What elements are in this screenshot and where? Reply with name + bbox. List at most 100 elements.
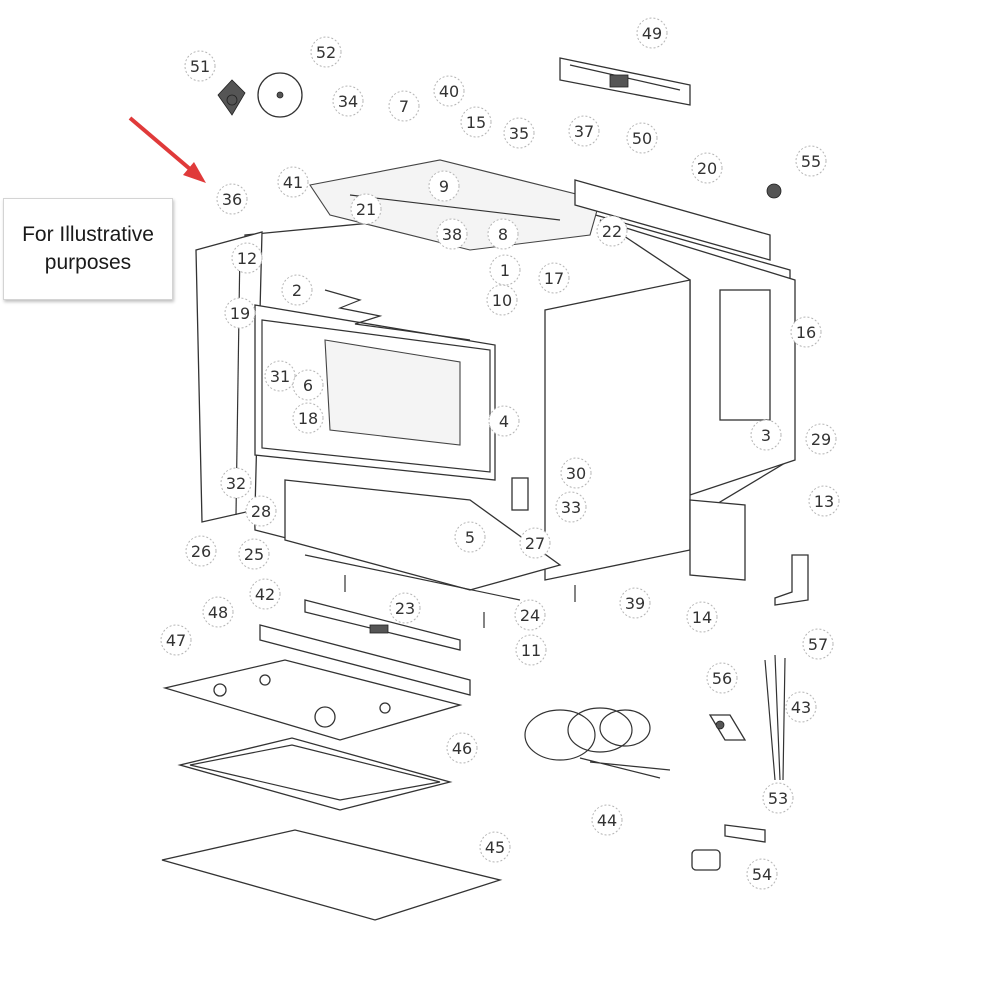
callout-26: 26: [185, 535, 217, 567]
callout-circle: [555, 491, 587, 523]
callout-54: 54: [746, 858, 778, 890]
top-panel: [309, 159, 601, 251]
callout-circle: [446, 732, 478, 764]
callout-number: 57: [808, 635, 828, 654]
callout-22: 22: [596, 215, 628, 247]
callout-number: 55: [801, 152, 821, 171]
callout-circle: [750, 419, 782, 451]
callout-11: 11: [515, 634, 547, 666]
callout-20: 20: [691, 152, 723, 184]
callout-8: 8: [487, 218, 519, 250]
callout-number: 4: [499, 412, 509, 431]
callout-number: 9: [439, 177, 449, 196]
callout-number: 22: [602, 222, 622, 241]
callout-46: 46: [446, 732, 478, 764]
convection-fan: [217, 72, 303, 118]
callout-number: 19: [230, 304, 250, 323]
callout-34: 34: [332, 85, 364, 117]
bottom-frame: [284, 479, 562, 591]
callout-number: 2: [292, 281, 302, 300]
callout-circle: [231, 242, 263, 274]
callout-number: 26: [191, 542, 211, 561]
callout-51: 51: [184, 50, 216, 82]
callout-55: 55: [795, 145, 827, 177]
callout-37: 37: [568, 115, 600, 147]
callout-32: 32: [220, 467, 252, 499]
callout-5: 5: [454, 521, 486, 553]
callout-number: 18: [298, 409, 318, 428]
callout-number: 45: [485, 838, 505, 857]
lower-side-panel: [689, 499, 746, 581]
callout-23: 23: [389, 592, 421, 624]
callout-number: 12: [237, 249, 257, 268]
callout-circle: [746, 858, 778, 890]
callout-number: 16: [796, 323, 816, 342]
callout-24: 24: [514, 599, 546, 631]
callout-number: 11: [521, 641, 541, 660]
light-socket: [511, 477, 529, 511]
callout-number: 54: [752, 865, 772, 884]
callout-circle: [568, 115, 600, 147]
callout-circle: [281, 274, 313, 306]
callout-circle: [519, 527, 551, 559]
callout-circle: [332, 85, 364, 117]
callout-29: 29: [805, 423, 837, 455]
callout-number: 38: [442, 225, 462, 244]
callout-number: 51: [190, 57, 210, 76]
callout-number: 37: [574, 122, 594, 141]
callout-circle: [515, 634, 547, 666]
callout-21: 21: [350, 193, 382, 225]
power-cord: [764, 654, 786, 781]
callout-circle: [160, 624, 192, 656]
mount-bracket: [774, 554, 809, 606]
callout-circle: [454, 521, 486, 553]
callout-50: 50: [626, 122, 658, 154]
callout-circle: [790, 316, 822, 348]
right-side-panel: [544, 279, 691, 581]
callout-49: 49: [636, 17, 668, 49]
callout-35: 35: [503, 117, 535, 149]
callout-number: 24: [520, 606, 540, 625]
rear-panel: [574, 179, 771, 261]
callout-circle: [350, 193, 382, 225]
callout-number: 20: [697, 159, 717, 178]
callout-number: 35: [509, 124, 529, 143]
callout-circle: [619, 587, 651, 619]
callout-circle: [486, 284, 518, 316]
callout-circle: [277, 166, 309, 198]
callout-number: 7: [399, 97, 409, 116]
callout-43: 43: [785, 691, 817, 723]
callout-number: 1: [500, 261, 510, 280]
callout-number: 5: [465, 528, 475, 547]
callout-number: 28: [251, 502, 271, 521]
callout-48: 48: [202, 596, 234, 628]
callout-circle: [762, 782, 794, 814]
illustrative-note-line-1: For Illustrative: [22, 223, 154, 246]
callout-number: 44: [597, 811, 617, 830]
callout-number: 15: [466, 113, 486, 132]
callout-circle: [245, 495, 277, 527]
callout-circle: [264, 360, 296, 392]
callout-circle: [596, 215, 628, 247]
callout-number: 25: [244, 545, 264, 564]
callout-number: 13: [814, 492, 834, 511]
callout-30: 30: [560, 457, 592, 489]
callout-25: 25: [238, 538, 270, 570]
callout-circle: [249, 578, 281, 610]
callout-number: 3: [761, 426, 771, 445]
callout-number: 6: [303, 376, 313, 395]
callout-number: 46: [452, 739, 472, 758]
blower-assembly: [559, 57, 691, 106]
callout-number: 40: [439, 82, 459, 101]
callout-9: 9: [428, 170, 460, 202]
bottom-cover: [161, 829, 503, 921]
callout-circle: [591, 804, 623, 836]
callout-33: 33: [555, 491, 587, 523]
callout-number: 31: [270, 367, 290, 386]
callout-31: 31: [264, 360, 296, 392]
callout-6: 6: [292, 369, 324, 401]
callout-circle: [808, 485, 840, 517]
callout-circle: [479, 831, 511, 863]
callout-number: 32: [226, 474, 246, 493]
callout-circle: [686, 601, 718, 633]
